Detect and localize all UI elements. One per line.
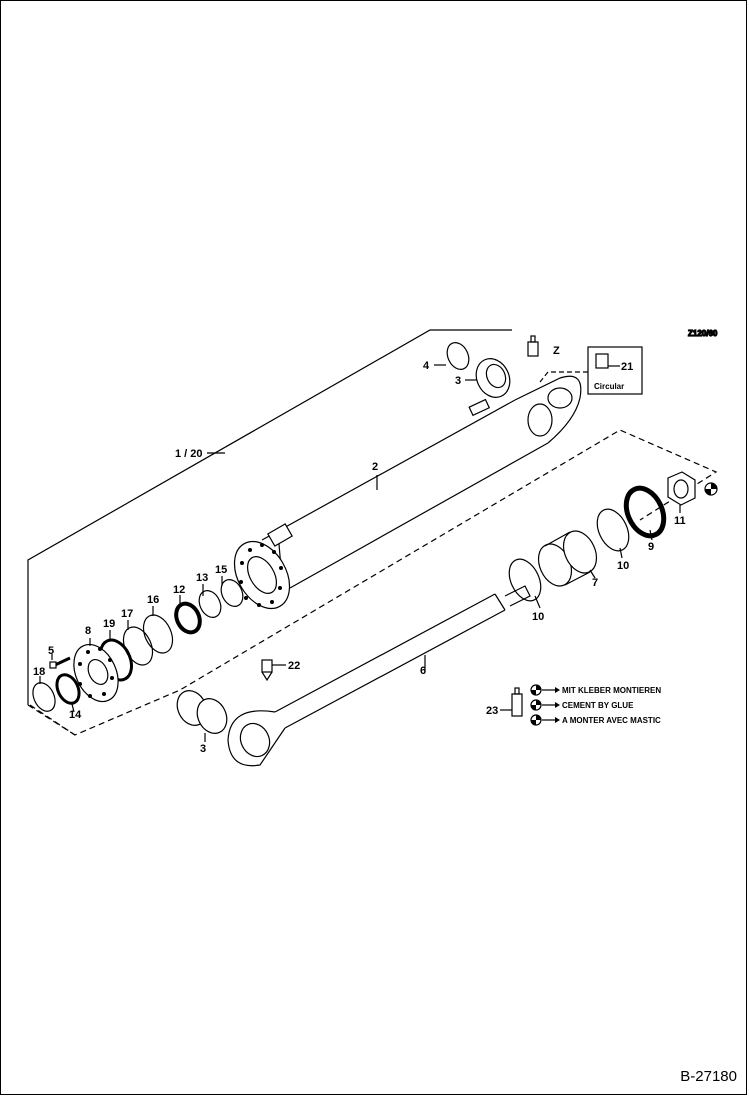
bushing-part-3-top	[475, 358, 511, 398]
callout-10-right: 10	[617, 560, 629, 572]
leader-14	[71, 703, 75, 713]
callout-3-top: 3	[455, 375, 461, 387]
piston-rod	[227, 585, 531, 767]
callout-16: 16	[147, 594, 159, 606]
glue-marker-icon	[530, 714, 542, 726]
callout-12: 12	[173, 584, 185, 596]
callout-1-20: 1 / 20	[175, 448, 203, 460]
document-number: B-27180	[680, 1068, 737, 1085]
seal-ring-part-10-right	[596, 508, 630, 552]
callout-15: 15	[215, 564, 227, 576]
glue-legend: MIT KLEBER MONTIEREN CEMENT BY GLUE A MO…	[530, 684, 661, 726]
cylinder-barrel	[233, 375, 582, 610]
callout-11: 11	[674, 515, 686, 527]
nut-part-11	[667, 471, 696, 506]
callout-2: 2	[372, 461, 378, 473]
circular-leader	[539, 371, 588, 383]
callout-8: 8	[85, 625, 91, 637]
grease-nipple-22	[261, 659, 273, 682]
glue-note-fr: A MONTER AVEC MASTIC	[562, 716, 661, 725]
callout-19: 19	[103, 618, 115, 630]
leader-7	[589, 569, 596, 579]
backup-ring-part-13	[198, 590, 222, 618]
wiper-part-14	[55, 673, 81, 705]
wear-ring-part-9	[623, 485, 667, 539]
callout-z: Z	[553, 345, 560, 357]
callout-22: 22	[288, 660, 300, 672]
bushing-part-3-rod	[196, 698, 228, 734]
callout-9: 9	[648, 541, 654, 553]
glue-marker-icon	[530, 699, 542, 711]
callout-17: 17	[121, 608, 133, 620]
glue-note-de: MIT KLEBER MONTIEREN	[562, 686, 661, 695]
leader-10-left	[534, 595, 541, 609]
callout-6: 6	[420, 665, 426, 677]
leader-10-right	[619, 547, 623, 559]
callout-14: 14	[69, 709, 82, 721]
leader-9	[649, 529, 653, 541]
o-ring-part-16	[142, 614, 174, 654]
piston-part-7	[537, 530, 598, 587]
callout-13: 13	[196, 572, 208, 584]
callout-18: 18	[33, 666, 45, 678]
callout-3-rod: 3	[200, 743, 206, 755]
grease-nipple-top	[527, 335, 539, 357]
seal-ring-part-10-left	[508, 558, 542, 602]
glue-tube-part-23	[511, 687, 523, 717]
circular-fitting-icon	[595, 353, 609, 369]
callout-4: 4	[423, 360, 430, 372]
callout-5: 5	[48, 645, 54, 657]
callout-7: 7	[592, 577, 598, 589]
assembly-bracket-line	[27, 329, 512, 705]
rod-assembly-dashed-outline	[29, 429, 718, 736]
glue-marker-icon	[530, 684, 542, 696]
callout-21: 21	[621, 361, 633, 373]
snap-ring-part-4	[446, 342, 470, 370]
o-ring-part-15	[220, 579, 244, 607]
snap-ring-part-18	[32, 682, 56, 712]
bolt-part-5	[49, 656, 71, 669]
circular-label: Circular	[594, 382, 624, 391]
rod-seal-part-12	[174, 601, 202, 635]
callout-23: 23	[486, 705, 498, 717]
circular-box	[587, 346, 643, 395]
cylinder-head-part-8	[73, 643, 119, 703]
glue-note-en: CEMENT BY GLUE	[562, 701, 634, 710]
callout-10-left: 10	[532, 611, 544, 623]
drawing-code: Z120/60	[688, 329, 718, 338]
